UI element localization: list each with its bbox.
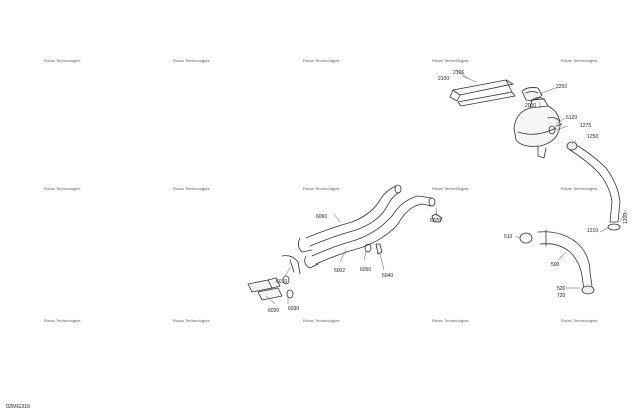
part-label: 1200 xyxy=(623,213,629,224)
part-label: 6020 xyxy=(268,308,279,314)
watermark: Rotax Technologies xyxy=(303,58,340,63)
watermark: Rotax Technologies xyxy=(173,186,210,191)
hose-clamp xyxy=(548,123,563,135)
spring-clamp xyxy=(364,243,383,255)
part-label: 6120 xyxy=(566,115,577,121)
watermark: Rotax Technologies xyxy=(44,318,81,323)
leader-lines xyxy=(265,69,627,305)
part-labels: 2100 2106 2250 2000 6120 1275 1250 1200 … xyxy=(268,70,629,314)
watermark: Rotax Technologies xyxy=(561,186,598,191)
bracket-part xyxy=(449,79,516,107)
watermark: Rotax Technologies xyxy=(303,186,340,191)
part-label: 6040 xyxy=(382,273,393,279)
part-label: 1275 xyxy=(580,123,591,129)
part-label: 1250 xyxy=(587,134,598,140)
part-label: 2106 xyxy=(453,70,464,76)
hose-clip xyxy=(431,213,443,223)
part-label: 520 xyxy=(557,286,566,292)
fitting-assembly xyxy=(247,275,294,301)
watermark: Rotax Technologies xyxy=(173,58,210,63)
part-label: 2250 xyxy=(556,84,567,90)
part-label: 2000 xyxy=(525,103,536,109)
small-hose xyxy=(281,255,301,275)
part-label: 6060 xyxy=(316,214,327,220)
watermark: Rotax Technologies xyxy=(561,58,598,63)
watermark: Rotax Technologies xyxy=(432,318,469,323)
hose-fitting xyxy=(566,141,578,151)
part-label: 1210 xyxy=(587,228,598,234)
part-label: 6010 xyxy=(276,279,287,285)
part-label: 6030 xyxy=(288,306,299,312)
watermark: Rotax Technologies xyxy=(432,58,469,63)
coolant-hose xyxy=(569,145,621,231)
part-label: 6002 xyxy=(334,268,345,274)
watermark: Rotax Technologies xyxy=(173,318,210,323)
watermark: Rotax Technologies xyxy=(303,318,340,323)
part-label: 510 xyxy=(504,234,513,240)
watermark: Rotax Technologies xyxy=(561,318,598,323)
reservoir-cap xyxy=(521,87,543,101)
watermark: Rotax Technologies xyxy=(432,186,469,191)
part-label: 720 xyxy=(557,293,566,299)
part-label: 6070 xyxy=(430,218,441,224)
coolant-reservoir xyxy=(513,97,561,159)
long-hose xyxy=(298,184,436,269)
diagram-id: 02MG316 xyxy=(6,404,31,410)
watermark: Rotax Technologies xyxy=(44,186,81,191)
part-label: 2100 xyxy=(438,76,449,82)
watermark: Rotax Technologies xyxy=(44,58,81,63)
part-label: 6050 xyxy=(360,267,371,273)
part-label: 500 xyxy=(551,262,560,268)
